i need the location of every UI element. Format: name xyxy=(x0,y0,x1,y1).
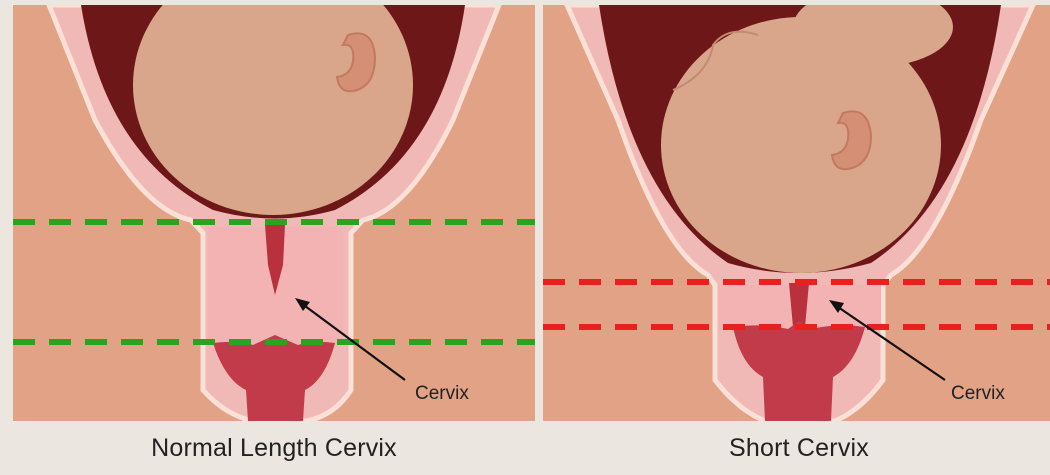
callout-label: Cervix xyxy=(951,383,1005,404)
normal-cervix-caption: Normal Length Cervix xyxy=(13,434,535,463)
short-cervix-illustration: Cervix xyxy=(543,5,1050,421)
normal-cervix-illustration: Cervix xyxy=(13,5,535,421)
callout-label: Cervix xyxy=(415,383,469,404)
fetal-head xyxy=(661,17,941,273)
normal-cervix-panel: Cervix xyxy=(13,5,535,421)
short-cervix-panel: Cervix xyxy=(543,5,1050,421)
short-cervix-caption: Short Cervix xyxy=(543,434,1050,463)
